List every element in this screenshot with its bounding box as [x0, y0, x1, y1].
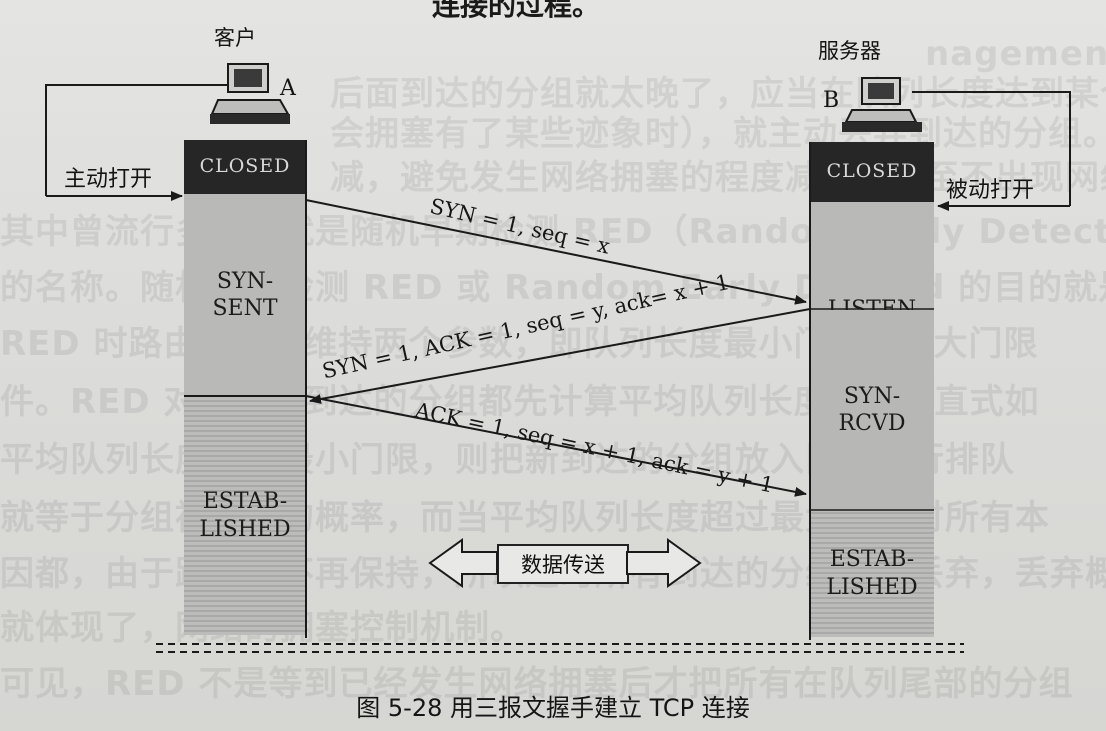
- server-title: 服务器: [818, 39, 881, 63]
- client-letter: A: [280, 76, 296, 101]
- data-transfer-arrow: [428, 538, 702, 588]
- active-open-arrow: [45, 84, 228, 201]
- figure-caption: 图 5-28 用三报文握手建立 TCP 连接: [356, 694, 750, 722]
- server-state-syn-rcvd: SYN- RCVD: [810, 310, 934, 510]
- server-letter: B: [823, 88, 840, 113]
- server-open-label: 被动打开: [946, 178, 1035, 203]
- server-computer-icon: [842, 77, 922, 132]
- client-title: 客户: [214, 26, 256, 50]
- message-syn-arrow: [305, 199, 807, 305]
- message-syn-ack-arrow: [309, 308, 811, 404]
- client-state-established: ESTAB- LISHED: [184, 396, 306, 635]
- client-computer-icon: [210, 63, 290, 124]
- server-timeline: CLOSED LISTEN SYN- RCVD ESTAB- LISHED: [810, 142, 934, 637]
- passive-open-arrow: [912, 91, 1071, 211]
- server-state-established: ESTAB- LISHED: [810, 510, 934, 637]
- client-state-closed: CLOSED: [184, 140, 306, 194]
- client-state-syn-sent: SYN- SENT: [184, 194, 306, 396]
- top-text-fragment: 连接的过程。: [432, 0, 601, 22]
- client-open-label: 主动打开: [64, 167, 153, 192]
- server-state-closed: CLOSED: [810, 142, 934, 202]
- message-ack-arrow: [305, 395, 807, 497]
- client-timeline: CLOSED SYN- SENT ESTAB- LISHED: [184, 140, 306, 635]
- data-transfer-box: 数据传送: [497, 544, 629, 584]
